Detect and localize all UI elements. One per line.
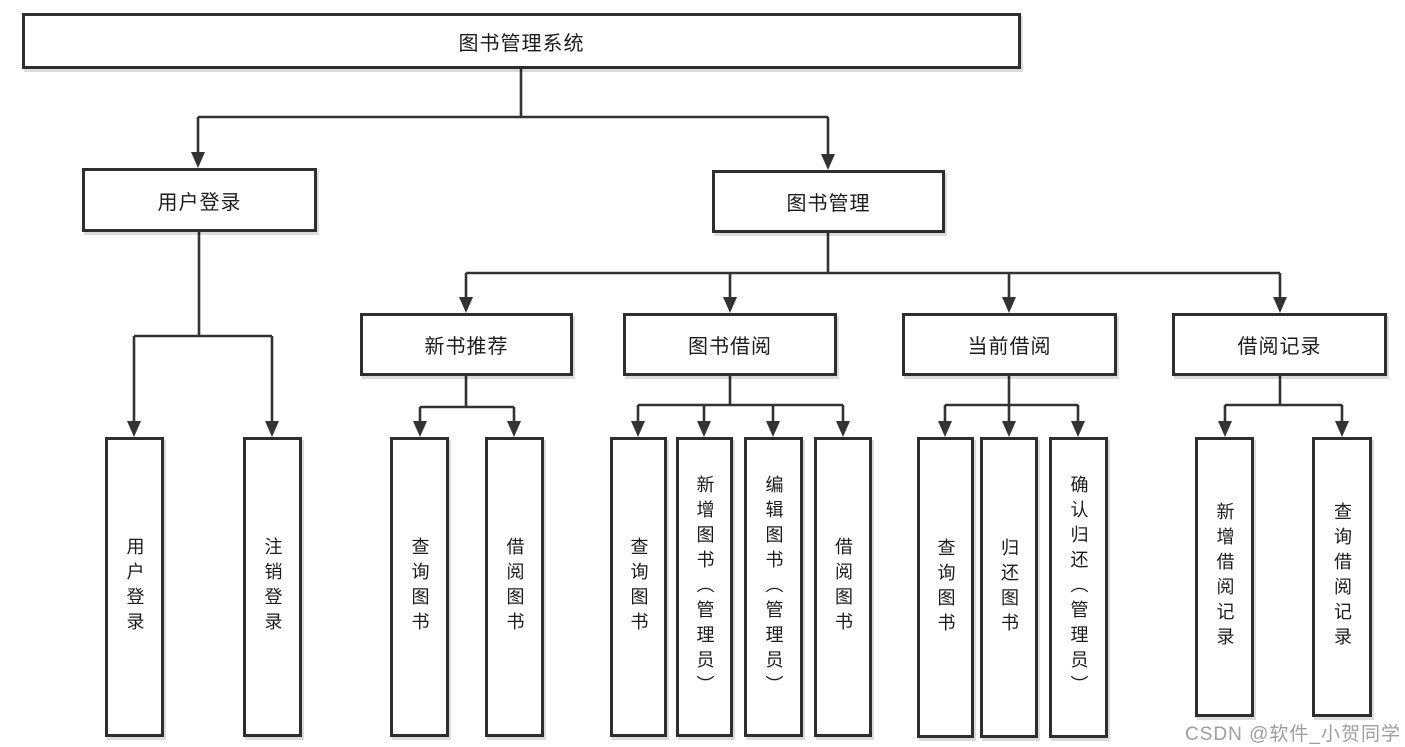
node-new-book-recommend-label: 新书推荐 xyxy=(424,336,509,358)
node-root: 图书管理系统 xyxy=(22,13,1021,69)
arrow-down-icon xyxy=(459,297,473,313)
leaf-recommend-borrow-books-label: 借阅图书 xyxy=(504,537,525,637)
arrow-down-icon xyxy=(938,421,952,437)
node-borrowing-records-label: 借阅记录 xyxy=(1237,336,1322,358)
leaf-user-login: 用户登录 xyxy=(105,437,164,737)
arrow-down-icon xyxy=(1071,421,1085,437)
leaf-return-books: 归还图书 xyxy=(980,437,1038,738)
arrow-down-icon xyxy=(127,421,141,437)
leaf-add-books-admin-label: 新增图书（管理员） xyxy=(694,474,715,700)
arrow-down-icon xyxy=(191,152,205,168)
leaf-query-borrow-record: 查询借阅记录 xyxy=(1312,437,1372,717)
leaf-recommend-borrow-books: 借阅图书 xyxy=(485,437,544,737)
leaf-add-borrow-record-label: 新增借阅记录 xyxy=(1214,502,1235,652)
node-book-management-label: 图书管理 xyxy=(786,193,871,215)
leaf-logout-label: 注销登录 xyxy=(262,537,283,637)
arrow-down-icon xyxy=(265,421,279,437)
leaf-logout: 注销登录 xyxy=(243,437,302,737)
leaf-confirm-return-admin-label: 确认归还（管理员） xyxy=(1068,475,1089,700)
arrow-down-icon xyxy=(1002,297,1016,313)
leaf-borrowing-query-books-label: 查询图书 xyxy=(628,537,649,637)
leaf-add-books-admin: 新增图书（管理员） xyxy=(676,437,733,737)
arrow-down-icon xyxy=(821,154,835,170)
leaf-recommend-query-books-label: 查询图书 xyxy=(409,537,430,637)
node-new-book-recommend: 新书推荐 xyxy=(360,313,573,376)
arrow-down-icon xyxy=(1002,421,1016,437)
leaf-current-query-books: 查询图书 xyxy=(917,437,974,738)
leaf-borrowing-borrow-books-label: 借阅图书 xyxy=(833,537,853,637)
arrow-down-icon xyxy=(697,421,711,437)
arrow-down-icon xyxy=(723,297,737,313)
leaf-confirm-return-admin: 确认归还（管理员） xyxy=(1049,437,1108,738)
node-borrowing-records: 借阅记录 xyxy=(1172,313,1387,376)
leaf-current-query-books-label: 查询图书 xyxy=(935,537,956,638)
leaf-borrowing-borrow-books: 借阅图书 xyxy=(814,437,872,737)
arrow-down-icon xyxy=(1335,421,1349,437)
node-root-label: 图书管理系统 xyxy=(458,32,585,55)
leaf-edit-books-admin-label: 编辑图书（管理员） xyxy=(763,474,784,700)
node-user-login-label: 用户登录 xyxy=(157,191,242,214)
leaf-edit-books-admin: 编辑图书（管理员） xyxy=(744,437,803,737)
leaf-return-books-label: 归还图书 xyxy=(999,537,1019,638)
arrow-down-icon xyxy=(836,421,850,437)
leaf-user-login-label: 用户登录 xyxy=(124,537,145,637)
arrow-down-icon xyxy=(631,421,645,437)
arrow-down-icon xyxy=(766,421,780,437)
node-current-borrowing-label: 当前借阅 xyxy=(967,336,1052,358)
node-current-borrowing: 当前借阅 xyxy=(902,313,1117,376)
node-user-login: 用户登录 xyxy=(82,168,317,232)
leaf-borrowing-query-books: 查询图书 xyxy=(610,437,667,737)
leaf-query-borrow-record-label: 查询借阅记录 xyxy=(1332,502,1352,652)
node-book-borrowing-label: 图书借阅 xyxy=(688,336,772,358)
arrow-down-icon xyxy=(1218,421,1232,437)
leaf-add-borrow-record: 新增借阅记录 xyxy=(1195,437,1254,717)
arrow-down-icon xyxy=(413,421,427,437)
csdn-watermark: CSDN @软件_小贺同学 xyxy=(1185,724,1401,745)
node-book-management: 图书管理 xyxy=(712,170,945,233)
leaf-recommend-query-books: 查询图书 xyxy=(390,437,449,737)
arrow-down-icon xyxy=(507,421,521,437)
node-book-borrowing: 图书借阅 xyxy=(623,313,837,376)
arrow-down-icon xyxy=(1273,297,1287,313)
